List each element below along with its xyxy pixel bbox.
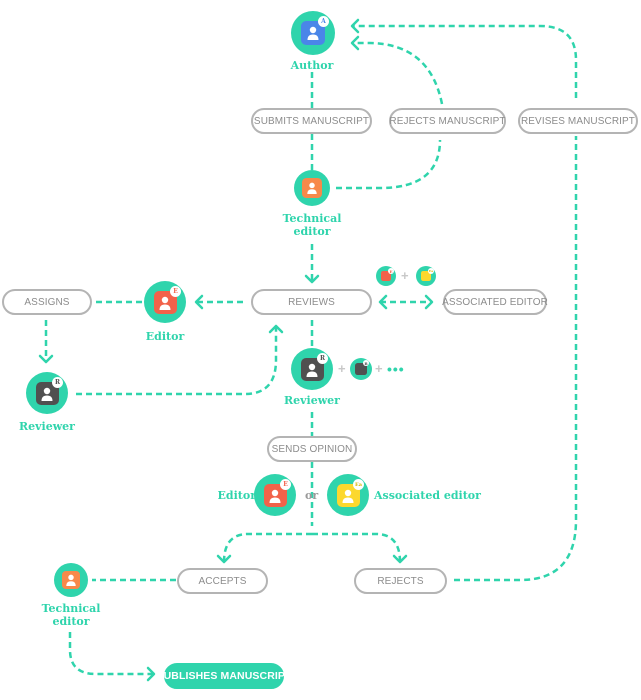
author-label: Author — [290, 59, 334, 72]
or-connector: or — [305, 489, 319, 502]
editor-decision-label: Editor — [217, 489, 256, 502]
reviewer-left-label: Reviewer — [19, 420, 75, 433]
editor-label: Editor — [145, 330, 185, 343]
plus-sign: + — [401, 268, 409, 283]
plus-sign: + — [375, 361, 383, 376]
edge-techeditor-rejects — [336, 139, 442, 190]
reviewer-left-badge: R — [52, 377, 63, 388]
technical-editor-label-line1: Technical — [282, 212, 342, 225]
arrowhead-rejects — [392, 554, 408, 564]
user-icon — [269, 489, 281, 503]
associated-editor-decision-node[interactable]: Ea — [327, 474, 369, 516]
arrowhead-author-revises — [350, 18, 360, 34]
mini-editor-node: E — [376, 266, 396, 286]
user-icon — [306, 363, 318, 377]
mini-associated-editor-node: Ea — [416, 266, 436, 286]
arrowhead-publishes — [146, 666, 156, 682]
technical-editor-bottom-label-line2: editor — [52, 615, 90, 628]
reviewer-center-badge: R — [317, 353, 328, 364]
mini-reviewer-badge: R — [363, 360, 369, 366]
rejects-manuscript-action[interactable]: REJECTS MANUSCRIPT — [389, 108, 506, 134]
reviewer-center-label: Reviewer — [284, 394, 340, 407]
user-icon — [66, 574, 76, 586]
technical-editor-node[interactable] — [294, 170, 330, 206]
associated-editor-action[interactable]: ASSOCIATED EDITOR — [442, 289, 548, 315]
user-icon — [342, 489, 354, 503]
mini-associated-editor-badge: Ea — [428, 268, 434, 274]
reviewer-left-node[interactable]: R — [26, 372, 68, 414]
technical-editor-label: Technical editor — [270, 212, 354, 238]
arrowhead-reviewer-left — [38, 354, 54, 364]
technical-editor-bottom-node[interactable] — [54, 563, 88, 597]
editor-node[interactable]: E — [144, 281, 186, 323]
edge-techeditor-publishes — [68, 632, 154, 676]
edge-rejects-author — [352, 41, 444, 105]
arrowhead-author-rejects — [350, 35, 360, 51]
reviewer-center-node[interactable]: R — [291, 348, 333, 390]
mini-editor-tile — [381, 271, 391, 281]
arrowhead-associated-right — [424, 294, 434, 310]
reviews-action[interactable]: REVIEWS — [251, 289, 372, 315]
editor-badge: E — [170, 286, 181, 297]
associated-editor-decision-label: Associated editor — [374, 489, 481, 502]
rejects-action[interactable]: REJECTS — [354, 568, 447, 594]
mini-reviewer-tile — [355, 363, 367, 375]
mini-editor-badge: E — [388, 268, 394, 274]
user-icon — [41, 387, 53, 401]
plus-sign: + — [338, 361, 346, 376]
more-reviewers-ellipsis: ••• — [387, 361, 405, 377]
technical-editor-bottom-label-line1: Technical — [41, 602, 101, 615]
user-icon — [307, 182, 317, 194]
assigns-action[interactable]: ASSIGNS — [2, 289, 92, 315]
edge-revises-author — [352, 24, 578, 98]
arrowhead-reviews — [304, 274, 320, 284]
technical-editor-label-line2: editor — [293, 225, 331, 238]
submits-manuscript-action[interactable]: SUBMITS MANUSCRIPT — [251, 108, 372, 134]
associated-editor-decision-badge: Ea — [353, 479, 364, 490]
user-icon — [159, 296, 171, 310]
arrowhead-reviews-from-reviewer — [268, 324, 284, 334]
edge-reviewer-reviews — [76, 326, 278, 396]
publishes-manuscript-action[interactable]: PUBLISHES MANUSCRIPT — [157, 663, 291, 689]
mini-reviewer-node: R — [350, 358, 372, 380]
editor-decision-badge: E — [280, 479, 291, 490]
arrowhead-accepts — [216, 554, 232, 564]
technical-editor-bottom-label: Technical editor — [29, 602, 113, 628]
editor-decision-node[interactable]: E — [254, 474, 296, 516]
edge-decision-accepts — [222, 532, 312, 563]
arrowhead-reviews-left — [378, 294, 388, 310]
revises-manuscript-action[interactable]: REVISES MANUSCRIPT — [518, 108, 638, 134]
edge-rejects-revises — [454, 136, 578, 582]
mini-associated-editor-tile — [421, 271, 431, 281]
author-node[interactable]: A — [291, 11, 335, 55]
author-badge: A — [318, 16, 329, 27]
accepts-action[interactable]: ACCEPTS — [177, 568, 268, 594]
edge-decision-rejects — [312, 532, 402, 563]
arrowhead-editor — [194, 294, 204, 310]
sends-opinion-action[interactable]: SENDS OPINION — [267, 436, 357, 462]
user-icon — [307, 26, 319, 40]
